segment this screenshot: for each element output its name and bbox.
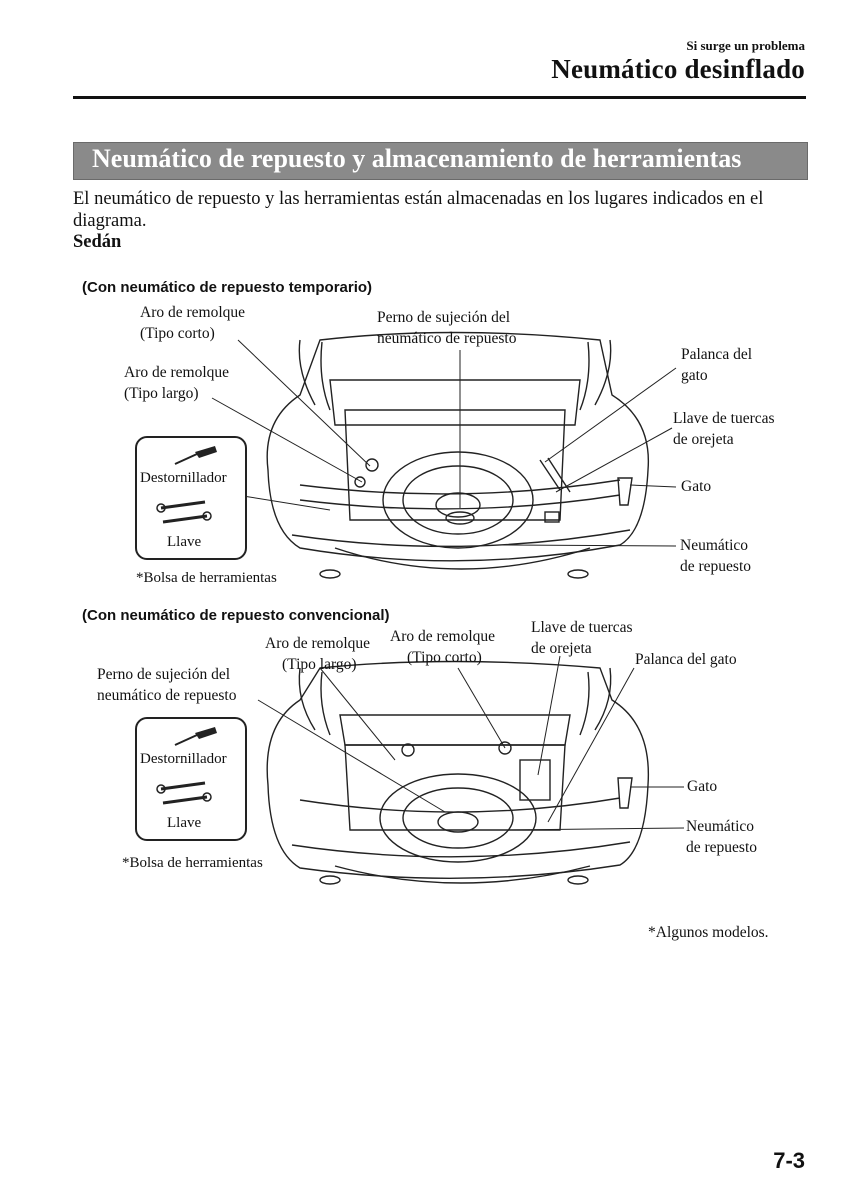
screwdriver-icon: [174, 727, 217, 746]
diagram1-subtitle: (Con neumático de repuesto temporario): [82, 279, 373, 296]
screwdriver-icon: [174, 446, 217, 465]
section-header: Si surge un problema: [686, 38, 805, 53]
tool-bag-callout-2: Destornillador Llave: [135, 717, 247, 841]
intro-paragraph: El neumático de repuesto y las herramien…: [73, 189, 764, 231]
header-rule: [73, 96, 806, 99]
variant-heading: Sedán: [73, 232, 122, 252]
label-spare-tire-2: Neumático de repuesto: [686, 818, 758, 856]
label-jack-2: Gato: [687, 778, 718, 795]
label-tow-hook-short-2: Aro de remolque (Tipo corto): [390, 628, 496, 666]
tool-bag-label-1: *Bolsa de herramientas: [136, 570, 277, 586]
label-spare-bolt-1: Perno de sujeción del neumático de repue…: [377, 309, 517, 347]
label-spare-bolt-2: Perno de sujeción del neumático de repue…: [97, 666, 237, 704]
screwdriver-label: Destornillador: [140, 751, 227, 767]
page-title: Neumático desinflado: [551, 54, 805, 84]
label-jack-lever-2: Palanca del gato: [635, 651, 737, 668]
label-jack-lever-1: Palanca del gato: [681, 346, 753, 384]
label-lug-wrench-2: Llave de tuercas de orejeta: [531, 619, 633, 657]
screwdriver-label: Destornillador: [140, 470, 227, 486]
section-title-band: Neumático de repuesto y almacenamiento d…: [73, 142, 808, 180]
tool-bag-callout-1: Destornillador Llave: [135, 436, 247, 560]
footnote: *Algunos modelos.: [648, 924, 769, 941]
label-jack-1: Gato: [681, 478, 712, 495]
leader-lines-1: [211, 339, 677, 547]
section-title: Neumático de repuesto y almacenamiento d…: [92, 144, 742, 173]
label-lug-wrench-1: Llave de tuercas de orejeta: [673, 410, 775, 448]
diagram2-subtitle: (Con neumático de repuesto convencional): [82, 607, 390, 624]
label-tow-hook-long-1: Aro de remolque (Tipo largo): [124, 364, 230, 402]
trunk-illustration-1: [266, 331, 650, 579]
wrench-icon: [156, 500, 212, 524]
label-tow-hook-long-2: Aro de remolque (Tipo largo): [265, 635, 371, 673]
leader-lines-2: [257, 655, 685, 831]
label-spare-tire-1: Neumático de repuesto: [680, 537, 752, 575]
page-number: 7-3: [773, 1148, 805, 1173]
label-tow-hook-short-1: Aro de remolque (Tipo corto): [140, 304, 246, 342]
trunk-illustration-2: [266, 660, 650, 885]
wrench-label: Llave: [167, 815, 202, 831]
wrench-label: Llave: [167, 534, 202, 550]
wrench-icon: [156, 781, 212, 805]
tool-bag-label-2: *Bolsa de herramientas: [122, 855, 263, 871]
